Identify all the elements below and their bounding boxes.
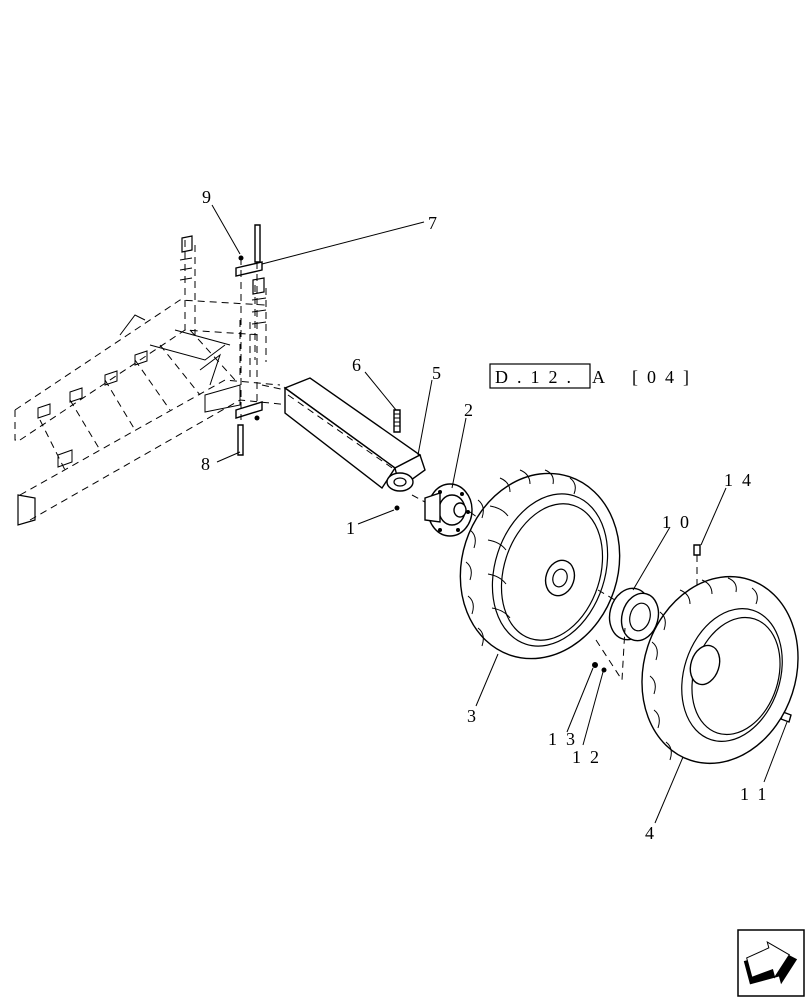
next-page-arrow-icon[interactable]	[737, 929, 805, 997]
spindle-bolt	[393, 409, 401, 511]
callout-13: 13	[548, 729, 584, 749]
callout-5: 5	[432, 363, 441, 383]
reference-bracket-text: [04]	[632, 367, 698, 387]
reference-box	[489, 363, 591, 389]
frame-assembly	[14, 235, 291, 526]
callout-4: 4	[645, 823, 654, 843]
callout-14: 14	[724, 470, 760, 490]
axle-tube	[261, 377, 426, 492]
callout-12: 12	[572, 747, 608, 767]
callout-6: 6	[352, 355, 361, 375]
reference-tail-text: A	[592, 367, 605, 387]
callout-11: 11	[740, 784, 775, 804]
callout-9: 9	[202, 187, 211, 207]
callout-3: 3	[467, 706, 476, 726]
callout-8: 8	[201, 454, 210, 474]
callout-7: 7	[428, 213, 437, 233]
reference-boxed-text: D.12.	[495, 367, 580, 387]
callout-10: 10	[662, 512, 698, 532]
callout-1: 1	[346, 518, 355, 538]
pin-set	[235, 224, 263, 456]
cross-reference[interactable]: D.12. A [04]	[489, 363, 698, 389]
leader-lines	[211, 204, 788, 824]
callout-2: 2	[464, 400, 473, 420]
wheel-tire-front	[459, 469, 621, 660]
wheel-hub	[411, 483, 536, 561]
callout-labels: 1 2 3 4 5 6 7 8 9 10 11 12 13 14	[201, 187, 775, 843]
wheel-tire-rear	[641, 575, 799, 765]
wheel-spacer	[597, 587, 691, 642]
